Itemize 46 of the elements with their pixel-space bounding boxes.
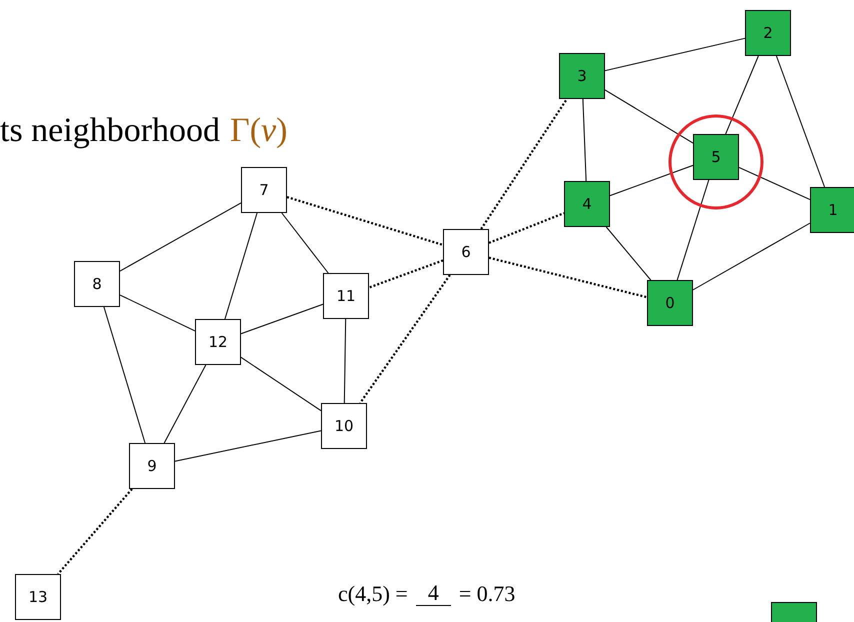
dotted-edge <box>359 274 451 404</box>
formula-text: c(4,5) = <box>338 583 408 605</box>
dotted-edge <box>368 259 444 289</box>
edge-line <box>174 430 322 462</box>
node-box: 6 <box>443 229 489 275</box>
edge-line <box>604 38 746 72</box>
edge-line <box>224 212 258 320</box>
edge-line <box>120 202 242 272</box>
edge-line <box>240 304 324 334</box>
node-box: 1 <box>810 187 854 233</box>
edge-line <box>776 56 826 188</box>
edge-line <box>164 364 206 444</box>
edge-line <box>281 212 329 274</box>
fraction: 4 <box>416 582 451 606</box>
edge-line <box>582 98 587 182</box>
node-box: 11 <box>323 273 369 319</box>
dotted-edge <box>57 488 133 575</box>
node-box: 8 <box>74 261 120 307</box>
edge-line <box>604 89 694 144</box>
edge-line <box>240 356 322 412</box>
node-box: 5 <box>693 134 739 180</box>
node-box: 9 <box>129 443 175 489</box>
edge-line <box>676 180 710 280</box>
edge-line <box>610 164 694 196</box>
edge-line <box>692 222 810 290</box>
node-box: 12 <box>195 319 241 365</box>
edge-line <box>120 294 196 332</box>
node-box: 3 <box>559 53 605 99</box>
dotted-edge <box>286 196 444 246</box>
dotted-edge <box>480 98 568 230</box>
node-box: 0 <box>647 280 693 326</box>
dotted-edge <box>488 256 648 298</box>
node-box: 10 <box>321 403 367 449</box>
node-box: 4 <box>564 181 610 227</box>
dotted-edge <box>488 212 564 244</box>
math-symbol: Γ(v) <box>230 114 288 148</box>
node-box: 13 <box>15 574 61 620</box>
edge-line <box>725 56 759 134</box>
edge-line <box>344 318 346 404</box>
node-box: 2 <box>745 10 791 56</box>
heading-text: ts neighborhood <box>0 114 220 148</box>
edge-line <box>738 166 810 200</box>
formula-text: = 0.73 <box>458 583 516 605</box>
edge-line <box>103 306 146 444</box>
edge-line <box>606 226 652 280</box>
node-box: 7 <box>241 167 287 213</box>
